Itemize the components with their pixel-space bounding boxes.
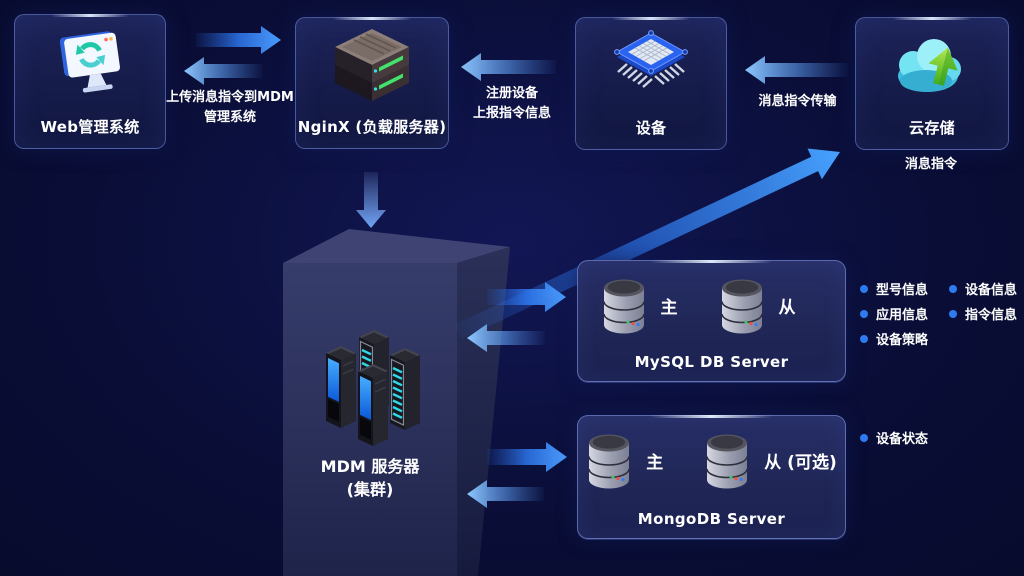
mysql-secondary-label: 从	[778, 297, 796, 318]
edge-label-web-nginx: 上传消息指令到MDM 管理系统	[166, 90, 294, 126]
arrow-nginx-to-web	[184, 57, 262, 85]
mongo-secondary-label: 从 (可选)	[764, 452, 837, 473]
mysql-title: MySQL DB Server	[634, 353, 789, 371]
node-web-management: Web管理系统	[14, 14, 166, 149]
bullet-dot-icon	[860, 433, 868, 442]
list-item: 设备状态	[860, 425, 928, 450]
mdm-cluster-label: MDM 服务器 (集群)	[320, 457, 420, 500]
mongodb-server-box: 主 从 (可选) MongoDB Server	[577, 415, 846, 539]
nginx-node-label: NginX (负载服务器)	[297, 118, 447, 136]
arrow-mdm-to-mongo	[487, 442, 567, 472]
arrow-nginx-to-mdm	[356, 172, 386, 228]
bullet-dot-icon	[860, 284, 868, 293]
bullet-dot-icon	[860, 334, 868, 343]
bullet-dot-icon	[860, 309, 868, 318]
server-stack-icon	[296, 18, 448, 116]
arrow-cloud-to-device	[745, 56, 848, 84]
database-cylinder-icon	[720, 278, 763, 334]
bullet-dot-icon	[949, 284, 957, 293]
database-cylinder-icon	[588, 433, 631, 489]
arrow-mongo-to-mdm	[467, 480, 544, 508]
web-node-label: Web管理系统	[40, 118, 140, 136]
node-device: 设备	[575, 17, 727, 150]
arrow-device-to-nginx	[461, 53, 556, 81]
mysql-bullet-list-left: 型号信息 应用信息 设备策略	[860, 276, 928, 351]
database-cylinder-icon	[602, 278, 645, 334]
node-nginx: NginX (负载服务器)	[295, 17, 449, 149]
mysql-db-server-box: 主 从 MySQL DB Server	[577, 260, 846, 382]
edge-label-device-nginx: 注册设备 上报指令信息	[472, 86, 551, 122]
list-item: 指令信息	[949, 301, 1017, 326]
node-cloud-storage: 云存储	[855, 17, 1009, 150]
mysql-primary-label: 主	[660, 297, 678, 318]
device-node-label: 设备	[635, 119, 667, 137]
arrow-web-to-nginx	[196, 26, 281, 54]
edge-label-cloud-device: 消息指令传输	[758, 94, 837, 109]
arrow-mysql-to-mdm	[467, 324, 545, 352]
mysql-bullet-list-right: 设备信息 指令信息	[949, 276, 1017, 326]
monitor-sync-icon	[15, 15, 165, 116]
mongo-primary-label: 主	[646, 452, 664, 473]
list-item: 设备信息	[949, 276, 1017, 301]
list-item: 设备策略	[860, 326, 928, 351]
cloud-upload-icon	[856, 18, 1008, 117]
mongodb-bullet-list: 设备状态	[860, 425, 928, 450]
arrow-mdm-to-mysql	[487, 282, 566, 312]
list-item: 型号信息	[860, 276, 928, 301]
mongodb-title: MongoDB Server	[637, 510, 786, 528]
bullet-dot-icon	[949, 309, 957, 318]
cloud-node-label: 云存储	[909, 119, 955, 137]
database-cylinder-icon	[706, 433, 749, 489]
cpu-chip-icon	[576, 18, 726, 117]
list-item: 应用信息	[860, 301, 928, 326]
cloud-note-label: 消息指令	[904, 157, 957, 172]
